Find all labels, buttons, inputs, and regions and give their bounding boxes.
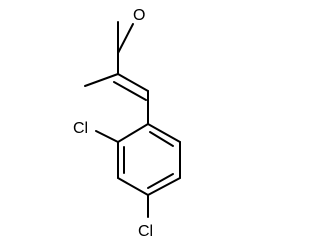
ring-bond-1-2 [117, 123, 149, 143]
chlorine-ortho-label: Cl [73, 120, 88, 137]
bond-alpha-beta-2 [113, 81, 147, 101]
ring-bond-6-1 [147, 123, 181, 143]
ring-inner-bond-c [149, 131, 174, 147]
molecule-diagram: O Cl Cl [73, 7, 181, 240]
bond-alpha-beta-1 [117, 73, 149, 92]
ring-bond-3-4 [117, 177, 149, 196]
ring-bond-4-5 [147, 177, 181, 196]
oxygen-label: O [133, 7, 145, 24]
chlorine-para-label: Cl [138, 223, 153, 240]
bond-alpha-methyl [84, 73, 119, 87]
ring-inner-bond-b [147, 173, 174, 189]
bond-aldehyde-co-2 [117, 23, 134, 54]
bond-ring-cl-ortho [95, 130, 119, 143]
